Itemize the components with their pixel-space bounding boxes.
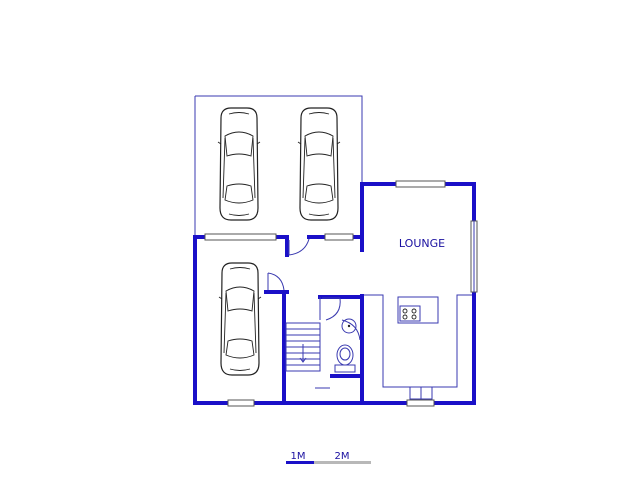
- room-label-lounge: LOUNGE: [399, 237, 445, 250]
- kitchen-counter: [364, 294, 472, 400]
- staircase: [285, 322, 330, 389]
- car-icon: [217, 107, 261, 221]
- toilet-icon: [334, 344, 356, 373]
- scale-segment-light: [314, 461, 371, 464]
- interior-walls: [264, 290, 364, 405]
- window: [406, 399, 435, 407]
- window: [324, 233, 354, 241]
- window: [227, 399, 255, 407]
- scale-segment-dark: [286, 461, 314, 464]
- basin-icon: [341, 318, 357, 334]
- scale-label-1m: 1M: [291, 451, 306, 462]
- scale-label-2m: 2M: [335, 451, 350, 462]
- stove-icon: [399, 305, 421, 322]
- carport-outline: [194, 95, 363, 237]
- windows: [204, 180, 478, 407]
- window: [395, 180, 446, 188]
- car-icon: [218, 262, 262, 376]
- exterior-walls: [193, 182, 476, 405]
- window: [204, 233, 277, 241]
- scale-bar: 1M 2M: [286, 451, 371, 464]
- car-icon: [297, 107, 341, 221]
- doors: [267, 238, 361, 341]
